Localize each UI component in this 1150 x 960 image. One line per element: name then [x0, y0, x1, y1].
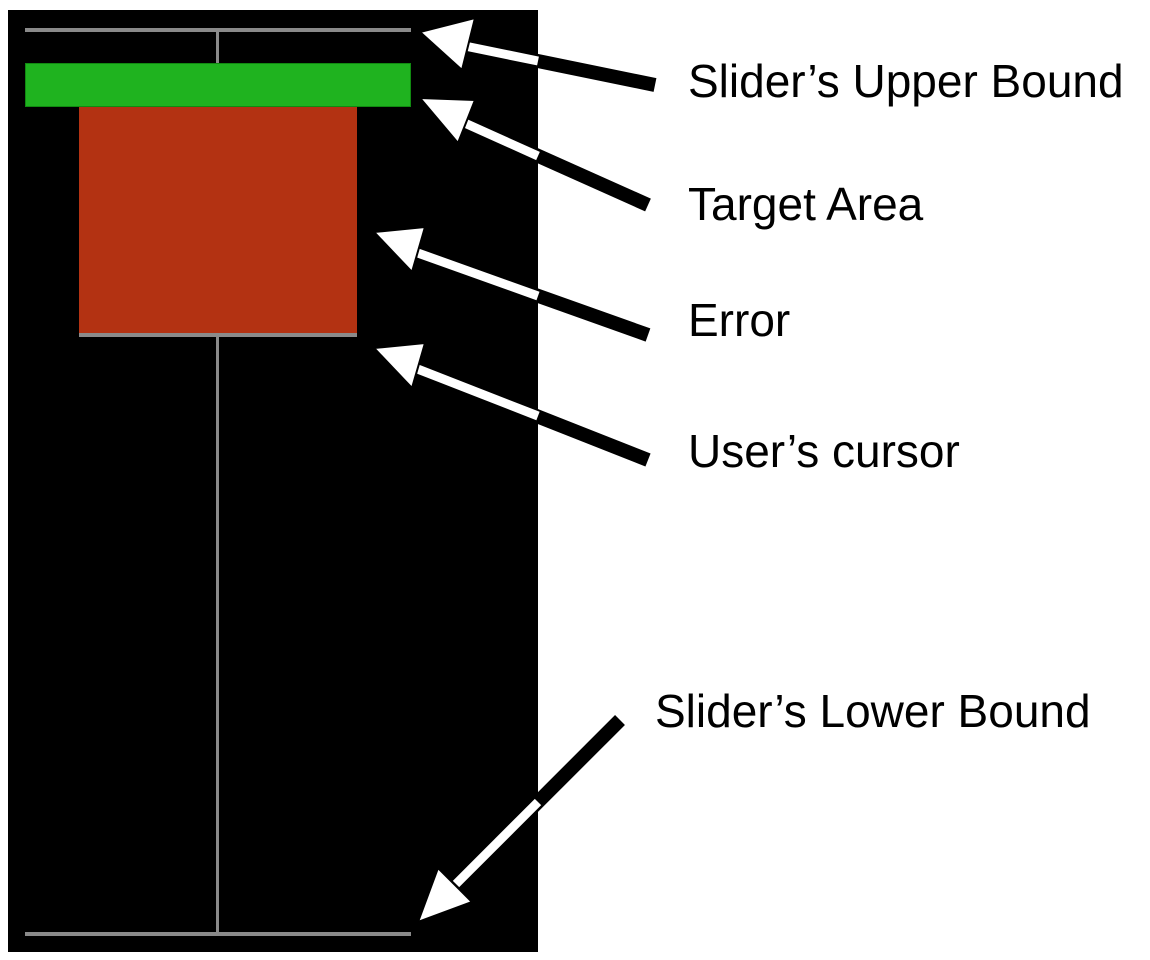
user-cursor-line: [79, 333, 357, 337]
error-region: [79, 107, 357, 334]
slider-track: [216, 28, 219, 936]
arrow-upper-bound: [417, 16, 657, 92]
label-user-cursor: User’s cursor: [688, 425, 960, 477]
arrow-user-cursor: [371, 341, 651, 467]
target-area: [25, 63, 411, 107]
arrow-target-area: [417, 96, 651, 212]
slider-panel: [8, 10, 538, 952]
label-target-area: Target Area: [688, 178, 924, 230]
label-upper-bound: Slider’s Upper Bound: [688, 55, 1124, 107]
lower-bound-line: [25, 932, 411, 936]
arrow-lower-bound: [416, 715, 625, 924]
label-lower-bound: Slider’s Lower Bound: [655, 685, 1091, 737]
arrow-error: [371, 225, 651, 342]
label-error: Error: [688, 294, 791, 346]
